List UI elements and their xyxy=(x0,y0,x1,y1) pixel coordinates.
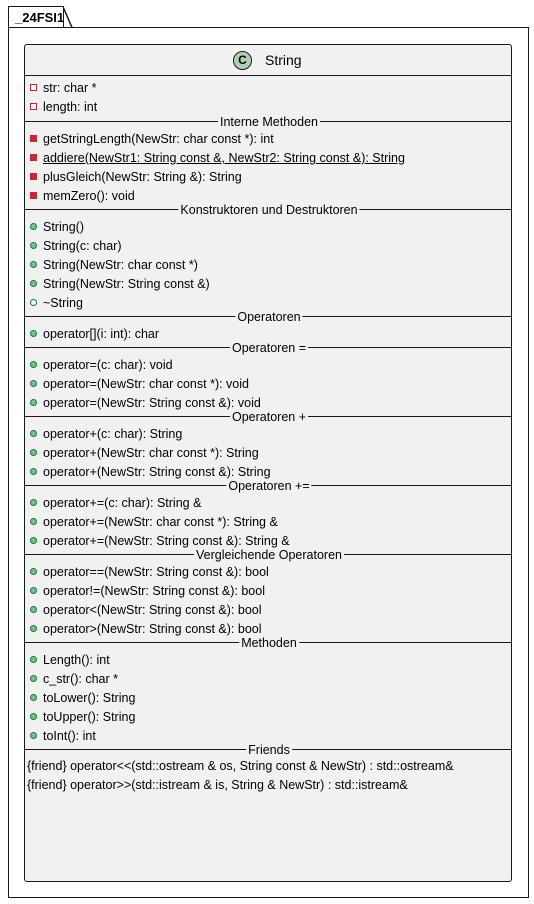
public-visibility-icon xyxy=(30,399,37,406)
member-text: String() xyxy=(43,220,84,234)
member-text: String(NewStr: String const &) xyxy=(43,277,210,291)
member-text: operator<(NewStr: String const &): bool xyxy=(43,603,262,617)
section-title: Operatoren + xyxy=(229,410,309,424)
member-text: memZero(): void xyxy=(43,189,135,203)
class-stereotype-icon: C xyxy=(233,51,252,70)
package-name: _24FSI1 xyxy=(15,10,65,25)
public-visibility-icon xyxy=(30,625,37,632)
section-title: Methoden xyxy=(239,636,299,650)
public-visibility-icon xyxy=(30,299,37,306)
public-visibility-icon xyxy=(30,242,37,249)
member-text: operator+=(NewStr: char const *): String… xyxy=(43,515,278,529)
public-visibility-icon xyxy=(30,430,37,437)
member-text: operator+=(c: char): String & xyxy=(43,496,202,510)
private-visibility-icon xyxy=(30,173,37,180)
private-visibility-icon xyxy=(30,192,37,199)
public-visibility-icon xyxy=(30,568,37,575)
member-text: operator==(NewStr: String const &): bool xyxy=(43,565,269,579)
section-title: Operatoren xyxy=(235,310,303,324)
public-visibility-icon xyxy=(30,675,37,682)
member-text: operator>(NewStr: String const &): bool xyxy=(43,622,262,636)
public-visibility-icon xyxy=(30,713,37,720)
member-text: String(c: char) xyxy=(43,239,122,253)
member-text: ~String xyxy=(43,296,83,310)
public-visibility-icon xyxy=(30,449,37,456)
private-visibility-icon xyxy=(30,154,37,161)
member-text: addiere(NewStr1: String const &, NewStr2… xyxy=(43,151,405,165)
public-visibility-icon xyxy=(30,499,37,506)
member-text: Length(): int xyxy=(43,653,110,667)
public-visibility-icon xyxy=(30,223,37,230)
friend-row: {friend} operator>>(std::istream & is, S… xyxy=(27,778,408,792)
public-visibility-icon xyxy=(30,537,37,544)
public-visibility-icon xyxy=(30,694,37,701)
section-title: Operatoren += xyxy=(226,479,312,493)
member-text: String(NewStr: char const *) xyxy=(43,258,198,272)
class-header: C String xyxy=(25,45,511,75)
package-tab: _24FSI1 xyxy=(8,6,64,28)
member-text: operator!=(NewStr: String const &): bool xyxy=(43,584,265,598)
private-visibility-icon xyxy=(30,103,37,110)
public-visibility-icon xyxy=(30,261,37,268)
section-title: Konstruktoren und Destruktoren xyxy=(178,203,360,217)
public-visibility-icon xyxy=(30,330,37,337)
section-title: Friends xyxy=(246,743,292,757)
public-visibility-icon xyxy=(30,606,37,613)
member-text: getStringLength(NewStr: char const *): i… xyxy=(43,132,274,146)
public-visibility-icon xyxy=(30,518,37,525)
member-text: operator+(NewStr: char const *): String xyxy=(43,446,259,460)
section-title: Interne Methoden xyxy=(218,115,320,129)
member-text: toLower(): String xyxy=(43,691,136,705)
package-tab-corner xyxy=(63,6,73,28)
friend-row: {friend} operator<<(std::ostream & os, S… xyxy=(27,759,454,773)
header-divider xyxy=(25,75,511,76)
member-text: toUpper(): String xyxy=(43,710,136,724)
public-visibility-icon xyxy=(30,656,37,663)
member-text: c_str(): char * xyxy=(43,672,119,686)
member-text: operator=(c: char): void xyxy=(43,358,173,372)
private-visibility-icon xyxy=(30,135,37,142)
member-text: operator=(NewStr: String const &): void xyxy=(43,396,261,410)
public-visibility-icon xyxy=(30,468,37,475)
public-visibility-icon xyxy=(30,361,37,368)
public-visibility-icon xyxy=(30,732,37,739)
member-text: toInt(): int xyxy=(43,729,96,743)
member-text: operator+(NewStr: String const &): Strin… xyxy=(43,465,271,479)
member-text: length: int xyxy=(43,100,98,114)
section-title: Operatoren = xyxy=(229,341,309,355)
public-visibility-icon xyxy=(30,587,37,594)
private-visibility-icon xyxy=(30,84,37,91)
member-text: operator+(c: char): String xyxy=(43,427,183,441)
public-visibility-icon xyxy=(30,380,37,387)
member-text: operator[](i: int): char xyxy=(43,327,160,341)
member-text: operator+=(NewStr: String const &): Stri… xyxy=(43,534,290,548)
member-text: operator=(NewStr: char const *): void xyxy=(43,377,249,391)
member-text: str: char * xyxy=(43,81,97,95)
section-title: Vergleichende Operatoren xyxy=(194,548,344,562)
public-visibility-icon xyxy=(30,280,37,287)
class-name: String xyxy=(265,52,302,68)
member-text: plusGleich(NewStr: String &): String xyxy=(43,170,242,184)
